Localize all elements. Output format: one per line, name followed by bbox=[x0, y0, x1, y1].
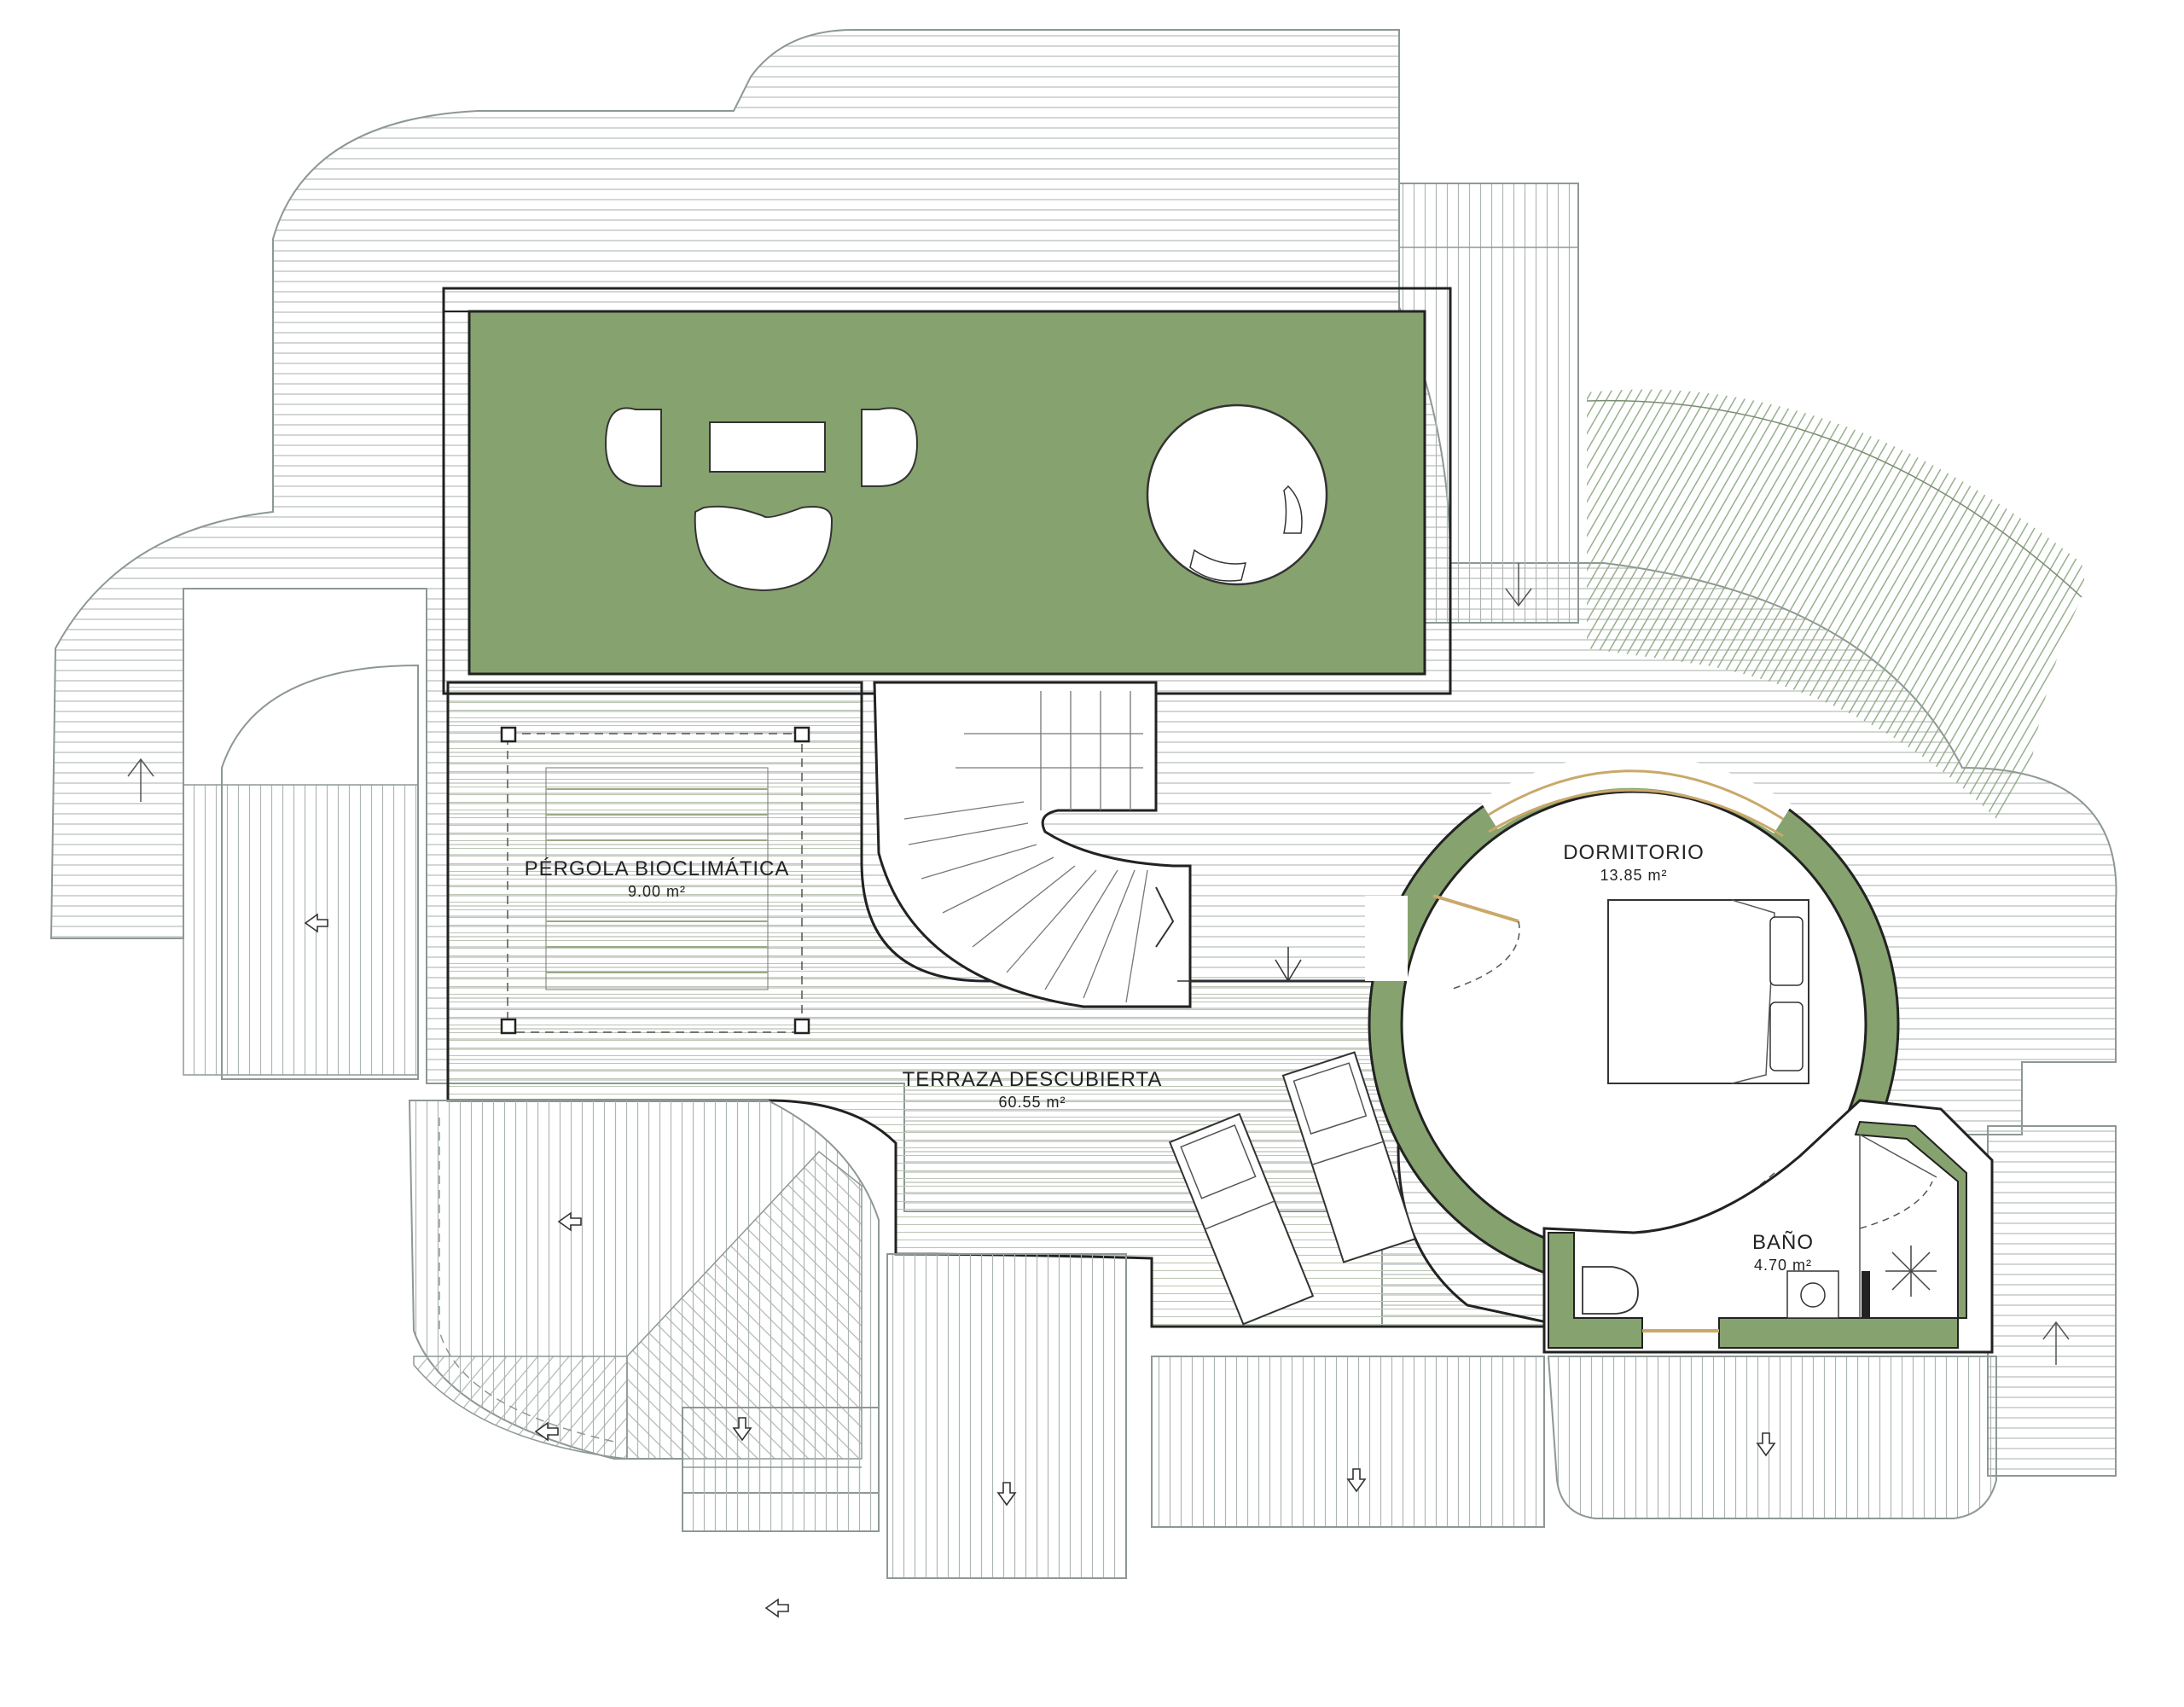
bedroom-label: DORMITORIO 13.85 m² bbox=[1563, 841, 1705, 885]
bedroom-tower bbox=[1365, 753, 1900, 1290]
terrace-area: 60.55 m² bbox=[998, 1094, 1066, 1111]
bathroom-name: BAÑO bbox=[1751, 1231, 1815, 1254]
sun-loungers bbox=[1168, 1051, 1416, 1326]
bathroom-label: BAÑO 4.70 m² bbox=[1752, 1231, 1814, 1274]
bedroom-name: DORMITORIO bbox=[1563, 841, 1705, 864]
pergola bbox=[500, 726, 810, 1035]
north-stair-block bbox=[1398, 183, 1579, 624]
southeast-deck bbox=[1547, 1356, 1997, 1519]
east-deck bbox=[1987, 1125, 2117, 1477]
central-south-deck bbox=[886, 1253, 1127, 1579]
terrace-floor bbox=[446, 681, 1589, 1333]
terrace-name: TERRAZA DESCUBIERTA bbox=[902, 1068, 1163, 1091]
bathroom-area: 4.70 m² bbox=[1753, 1257, 1813, 1274]
shower-icon bbox=[1885, 1245, 1937, 1297]
south-deck bbox=[1151, 1356, 1545, 1528]
terrace-label: TERRAZA DESCUBIERTA 60.55 m² bbox=[903, 1068, 1163, 1112]
spiral-staircase bbox=[873, 681, 1382, 1008]
arrow-marker-icon bbox=[304, 913, 1776, 1618]
pergola-label: PÉRGOLA BIOCLIMÁTICA 9.00 m² bbox=[525, 857, 790, 901]
hot-tub bbox=[1146, 404, 1328, 586]
lounge-set bbox=[604, 407, 919, 592]
pergola-name: PÉRGOLA BIOCLIMÁTICA bbox=[524, 857, 790, 880]
south-steps bbox=[682, 1407, 880, 1532]
pergola-area: 9.00 m² bbox=[627, 883, 687, 900]
bathroom-block bbox=[1542, 1099, 1994, 1354]
bedroom-area: 13.85 m² bbox=[1600, 867, 1668, 884]
garden-hatch bbox=[1587, 389, 2086, 819]
